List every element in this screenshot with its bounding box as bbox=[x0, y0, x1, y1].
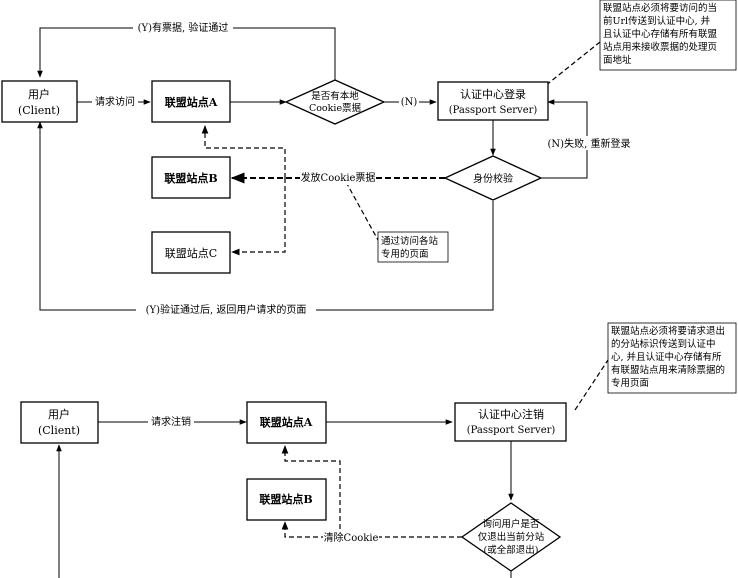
user-client-box: 用户 (Client) bbox=[1, 80, 78, 123]
note-logout-site-id: 联盟站点必须将要请求退出 的分站标识传送到认证中 心, 并且认证中心存储有所 有… bbox=[607, 322, 737, 394]
note-pages-leader bbox=[345, 181, 379, 241]
label-request-logout: 请求注销 bbox=[148, 415, 194, 429]
svg-text:心, 并且认证中心存储有所: 心, 并且认证中心存储有所 bbox=[611, 351, 722, 363]
svg-text:(Passport Server): (Passport Server) bbox=[467, 425, 556, 436]
svg-text:的分站标识传送到认证中: 的分站标识传送到认证中 bbox=[611, 338, 716, 350]
note-logout-leader bbox=[574, 359, 609, 411]
svg-text:(Client): (Client) bbox=[18, 104, 60, 117]
note-auth-leader bbox=[539, 41, 601, 91]
svg-text:前Url传送到认证中心, 并: 前Url传送到认证中心, 并 bbox=[603, 15, 711, 27]
edge-verify-success-to-user bbox=[37, 121, 494, 311]
label-issue-cookie: 发放Cookie票据 bbox=[300, 171, 376, 185]
site-b-box-bottom: 联盟站点B bbox=[246, 478, 327, 521]
svg-text:且认证中心存储有所有联盟: 且认证中心存储有所有联盟 bbox=[603, 28, 718, 40]
note-auth-url: 联盟站点必须将要访问的当 前Url传送到认证中心, 并 且认证中心存储有所有联盟… bbox=[599, 0, 737, 71]
svg-text:面地址: 面地址 bbox=[603, 54, 632, 66]
svg-text:联盟站点B: 联盟站点B bbox=[259, 492, 312, 506]
svg-text:用户: 用户 bbox=[48, 407, 70, 421]
svg-text:联盟站点C: 联盟站点C bbox=[165, 246, 217, 260]
identity-verify-diamond: 身份校验 bbox=[443, 155, 543, 201]
svg-text:(N): (N) bbox=[401, 97, 418, 108]
svg-text:专用的页面: 专用的页面 bbox=[381, 248, 429, 260]
svg-text:通过访问各站: 通过访问各站 bbox=[381, 235, 439, 247]
svg-text:认证中心登录: 认证中心登录 bbox=[460, 87, 526, 101]
svg-text:(Y)验证通过后, 返回用户请求的页面: (Y)验证通过后, 返回用户请求的页面 bbox=[146, 303, 307, 316]
edge-clear-cookie-to-site-b bbox=[281, 521, 462, 538]
svg-text:联盟站点A: 联盟站点A bbox=[260, 415, 313, 429]
site-c-box: 联盟站点C bbox=[151, 231, 231, 274]
label-fail-relogin: (N)失败, 重新登录 bbox=[543, 136, 635, 150]
svg-text:用户: 用户 bbox=[28, 87, 50, 101]
edge-cookie-to-site-a bbox=[201, 125, 286, 178]
svg-text:专用页面: 专用页面 bbox=[611, 377, 649, 389]
svg-text:(Y)有票据, 验证通过: (Y)有票据, 验证通过 bbox=[138, 21, 229, 34]
edge-cookie-to-site-c bbox=[231, 178, 286, 256]
label-clear-cookie: 清除Cookie bbox=[323, 530, 379, 544]
svg-text:发放Cookie票据: 发放Cookie票据 bbox=[301, 171, 376, 184]
site-b-box: 联盟站点B bbox=[151, 156, 231, 199]
svg-text:联盟站点A: 联盟站点A bbox=[165, 95, 218, 109]
label-has-ticket: (Y)有票据, 验证通过 bbox=[133, 20, 233, 34]
svg-text:站点用来接收票据的处理页: 站点用来接收票据的处理页 bbox=[603, 41, 717, 53]
svg-text:请求注销: 请求注销 bbox=[151, 415, 191, 428]
svg-text:联盟站点必须将要访问的当: 联盟站点必须将要访问的当 bbox=[603, 2, 717, 14]
label-request-visit: 请求访问 bbox=[92, 95, 138, 109]
user-client-box-bottom: 用户 (Client) bbox=[20, 401, 99, 444]
svg-text:仅退出当前分站: 仅退出当前分站 bbox=[478, 531, 545, 543]
auth-login-box: 认证中心登录 (Passport Server) bbox=[437, 81, 549, 121]
edge-has-ticket-to-user bbox=[37, 27, 336, 80]
svg-text:清除Cookie: 清除Cookie bbox=[324, 531, 379, 544]
site-a-box: 联盟站点A bbox=[151, 80, 231, 123]
svg-text:(Passport Server): (Passport Server) bbox=[449, 105, 538, 116]
svg-text:(N)失败, 重新登录: (N)失败, 重新登录 bbox=[548, 137, 631, 150]
cookie-check-diamond: 是否有本地 Cookie票据 bbox=[284, 79, 386, 125]
note-site-pages: 通过访问各站 专用的页面 bbox=[377, 231, 449, 263]
edge-clear-cookie-to-site-a bbox=[281, 445, 341, 537]
svg-text:Cookie票据: Cookie票据 bbox=[309, 102, 362, 114]
ask-user-diamond: 询问用户是否 仅退出当前分站 (或全部退出) bbox=[460, 502, 562, 572]
svg-text:是否有本地: 是否有本地 bbox=[311, 90, 359, 102]
svg-text:请求访问: 请求访问 bbox=[95, 95, 135, 108]
svg-text:身份校验: 身份校验 bbox=[473, 172, 513, 185]
svg-text:有联盟站点用来清除票据的: 有联盟站点用来清除票据的 bbox=[611, 364, 725, 376]
svg-text:询问用户是否: 询问用户是否 bbox=[482, 518, 540, 530]
svg-text:认证中心注销: 认证中心注销 bbox=[478, 407, 544, 421]
svg-text:(Client): (Client) bbox=[38, 424, 80, 437]
svg-text:联盟站点B: 联盟站点B bbox=[164, 171, 217, 185]
label-return-page: (Y)验证通过后, 返回用户请求的页面 bbox=[136, 303, 316, 317]
site-a-box-bottom: 联盟站点A bbox=[246, 401, 327, 444]
label-no: (N) bbox=[399, 95, 419, 109]
svg-text:联盟站点必须将要请求退出: 联盟站点必须将要请求退出 bbox=[611, 325, 725, 337]
auth-logout-box: 认证中心注销 (Passport Server) bbox=[454, 402, 567, 442]
svg-text:(或全部退出): (或全部退出) bbox=[484, 544, 539, 556]
